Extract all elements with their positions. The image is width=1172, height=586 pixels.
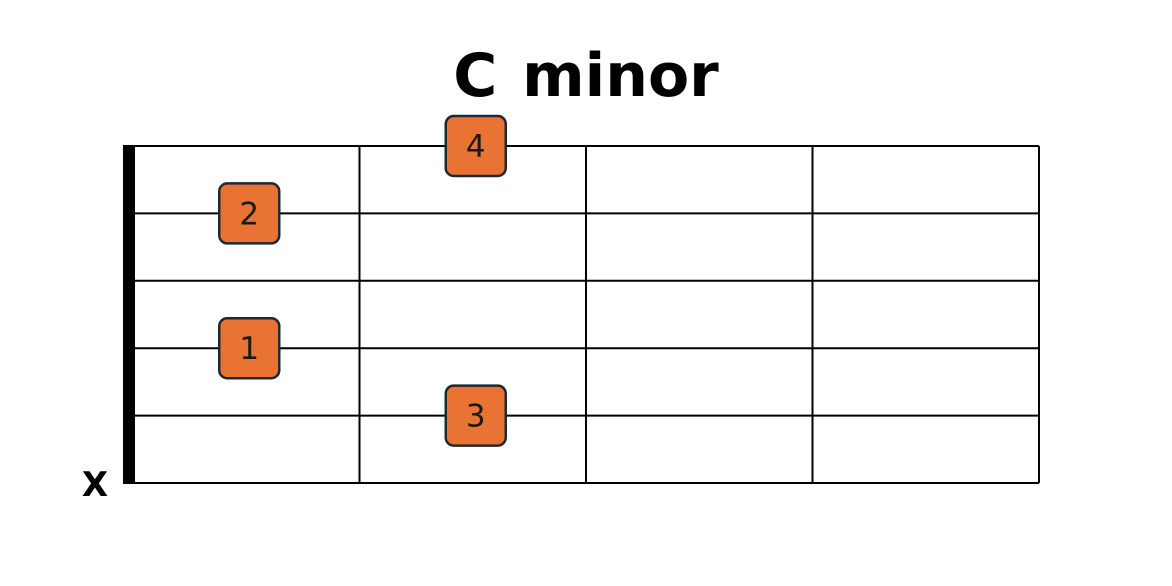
fretboard-grid	[123, 145, 1040, 484]
finger-marker-3: 3	[444, 384, 507, 447]
string-markers: X	[82, 465, 108, 505]
finger-marker-2: 2	[218, 182, 281, 245]
finger-markers: 4 2 1 3	[218, 114, 507, 447]
finger-marker-4: 4	[444, 114, 507, 178]
nut-bar	[123, 145, 135, 484]
finger-number: 2	[239, 196, 259, 232]
finger-marker-box	[444, 384, 507, 447]
finger-marker-box	[218, 182, 281, 245]
finger-number: 4	[466, 129, 486, 165]
finger-number: 3	[466, 399, 486, 435]
finger-marker-1: 1	[218, 316, 281, 380]
finger-marker-box	[444, 114, 507, 178]
finger-marker-box	[218, 316, 281, 380]
muted-string-marker: X	[82, 465, 108, 505]
finger-number: 1	[239, 331, 259, 367]
chord-title: C minor	[453, 41, 719, 111]
